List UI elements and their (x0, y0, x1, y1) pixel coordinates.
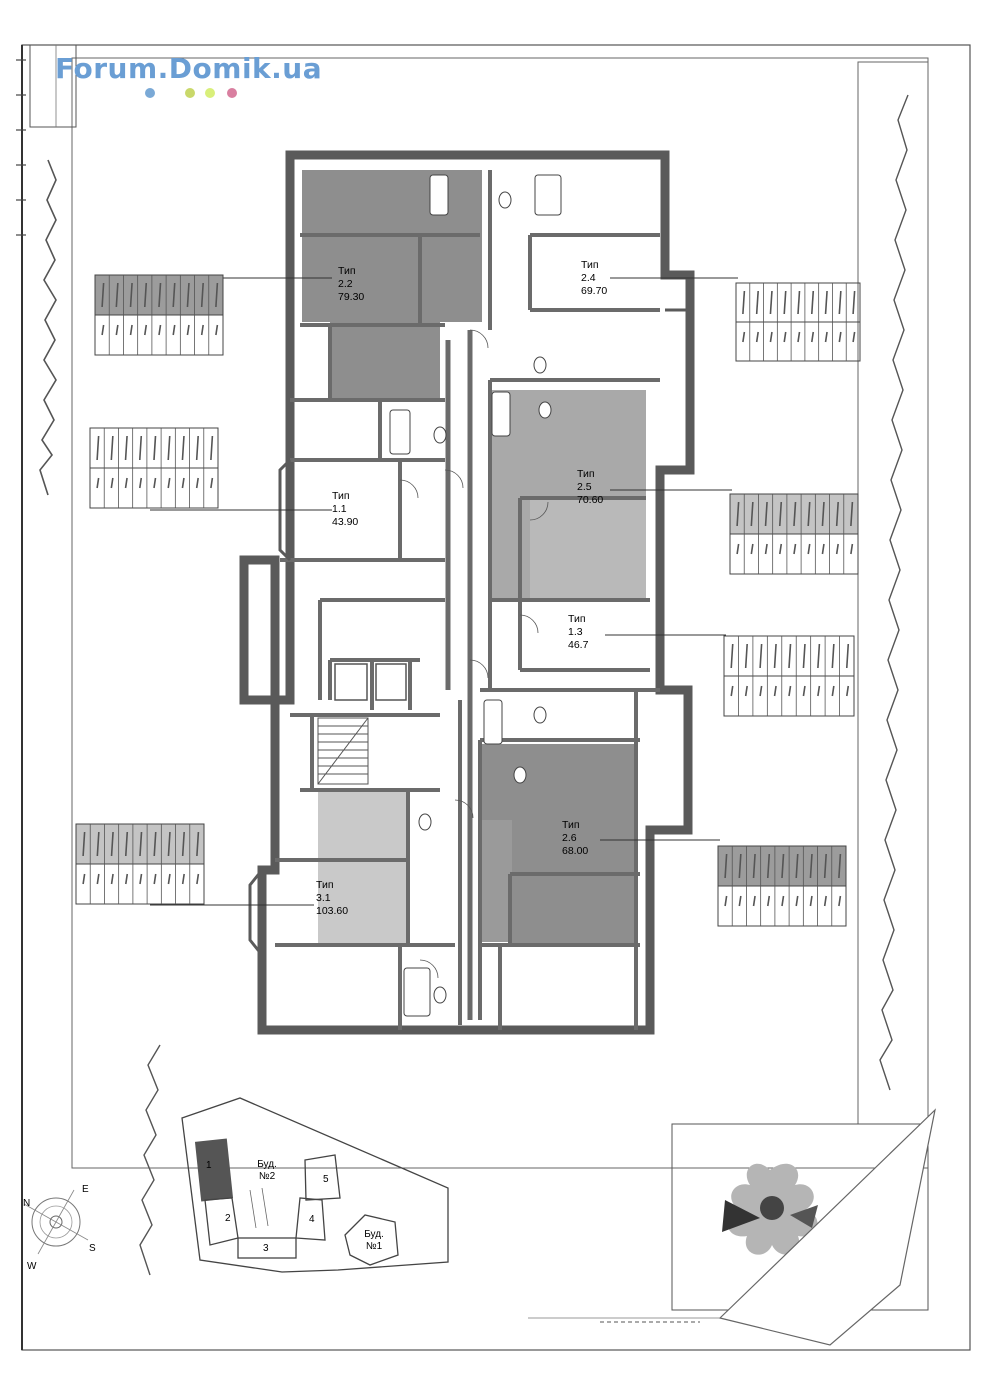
numbering-table (94, 274, 224, 356)
numbering-table (89, 427, 219, 509)
title-band (857, 61, 929, 1125)
building-plan (239, 150, 695, 1035)
compass-north: N (23, 1198, 31, 1209)
compass-south: S (89, 1243, 96, 1254)
right-rotated-title (879, 94, 909, 1091)
site-section-1 (194, 1138, 234, 1202)
watermark-dot (185, 88, 195, 98)
watermark-dot (205, 88, 215, 98)
apartment-3-1-fill (318, 790, 408, 945)
numbering-table (735, 282, 861, 362)
apartment-2-2-fill (302, 170, 482, 322)
compass-east: E (82, 1184, 89, 1195)
watermark-logo: Forum.Domik.ua (55, 52, 323, 85)
numbering-table (717, 845, 847, 927)
site-scheme (139, 1044, 449, 1276)
ornament-logo (722, 1163, 818, 1255)
compass-west: W (27, 1261, 37, 1272)
left-rotated-title (39, 159, 57, 496)
watermark-dots (145, 88, 245, 100)
folded-corner (718, 1108, 936, 1346)
site-section-label: 5 (323, 1174, 329, 1185)
site-section-label: 4 (309, 1214, 315, 1225)
stairwell (317, 717, 369, 785)
building-2-label: Буд. №2 (257, 1159, 277, 1182)
numbering-table (729, 493, 859, 575)
site-section-label: 3 (263, 1243, 269, 1254)
sheet-frame (21, 44, 971, 1351)
leader-lines (150, 277, 738, 906)
corner-stamp (29, 44, 77, 128)
numbering-tables (75, 274, 861, 927)
watermark-dot (145, 88, 155, 98)
compass-rose (23, 1189, 89, 1255)
building-1-label: Буд. №1 (364, 1229, 384, 1252)
watermark-dot (227, 88, 237, 98)
site-section-label: 1 (206, 1160, 212, 1171)
numbering-table (75, 823, 205, 905)
numbering-table (723, 635, 855, 717)
site-section-label: 2 (225, 1213, 231, 1224)
